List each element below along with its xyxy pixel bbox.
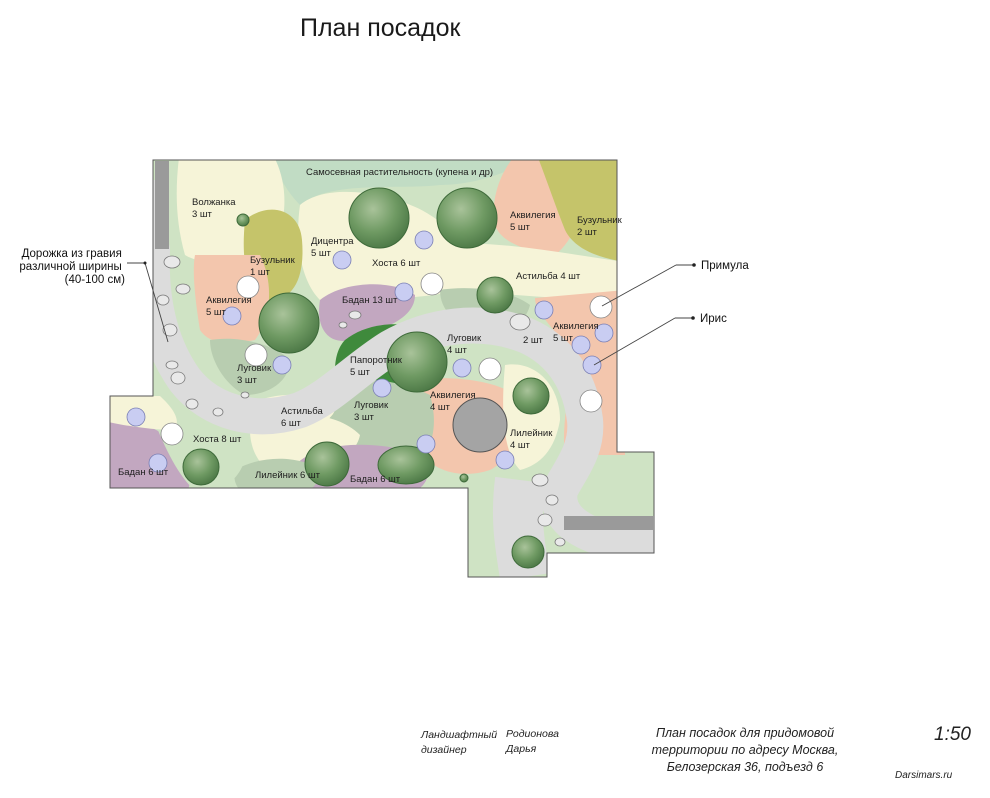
label-badan-left: Бадан 6 шт [118, 467, 169, 478]
shrub [512, 377, 550, 415]
svg-text:Ирис: Ирис [700, 313, 727, 325]
shrub [304, 441, 350, 487]
wall-left [155, 161, 169, 249]
path-stones [156, 255, 566, 547]
label-hosta-top: Хоста 6 шт [372, 258, 421, 269]
footer-role: Ландшафтный дизайнер [421, 729, 498, 756]
label-two-sht: 2 шт [523, 335, 544, 346]
site-boundary [109, 159, 655, 578]
shrub [236, 213, 250, 227]
label-lileynik-bottom: Лилейник 6 шт [255, 470, 321, 481]
shrub [348, 187, 410, 249]
label-hosta-bottom: Хоста 8 шт [193, 434, 242, 445]
footer-site: Darsimars.ru [895, 770, 953, 781]
footer-author: Родионова Дарья [506, 728, 559, 755]
shrub [511, 535, 545, 569]
shrub [459, 473, 469, 483]
shrub [377, 445, 435, 485]
svg-text:Примула: Примула [701, 260, 749, 272]
gravel-path [133, 232, 654, 566]
flowers-blue [126, 230, 614, 473]
callout-path: Дорожка из гравия различной ширины (40-1… [19, 248, 169, 343]
wall-bottom-right [564, 516, 654, 530]
callout-primula: Примула [601, 260, 749, 307]
shrub [476, 276, 514, 314]
zone-olive-right [535, 160, 625, 262]
zone-yellow-right [425, 243, 625, 300]
shrubs [182, 187, 550, 569]
callout-iris: Ирис [593, 313, 727, 366]
feature-stone [452, 397, 508, 453]
site-area [110, 160, 654, 577]
label-badan-mid: Бадан 13 шт [342, 295, 398, 306]
svg-text:Дорожка из гравия различ: Дорожка из гравия различной ширины (40-1… [19, 248, 125, 286]
label-astilba-top: Астильба 4 шт [516, 271, 581, 282]
page-title: План посадок [300, 14, 461, 42]
flowers-white [160, 272, 613, 446]
shrub [436, 187, 498, 249]
footer-project: План посадок для придомовой территории п… [651, 726, 839, 774]
zone-samosev [270, 160, 545, 205]
label-samosev: Самосевная растительность (купена и др) [306, 167, 493, 178]
shrub [258, 292, 320, 354]
label-badan-bottom: Бадан 6 шт [350, 474, 401, 485]
shrub [386, 331, 448, 393]
shrub [182, 448, 220, 486]
zone-sage-left [210, 338, 290, 395]
footer-scale: 1:50 [934, 724, 971, 745]
